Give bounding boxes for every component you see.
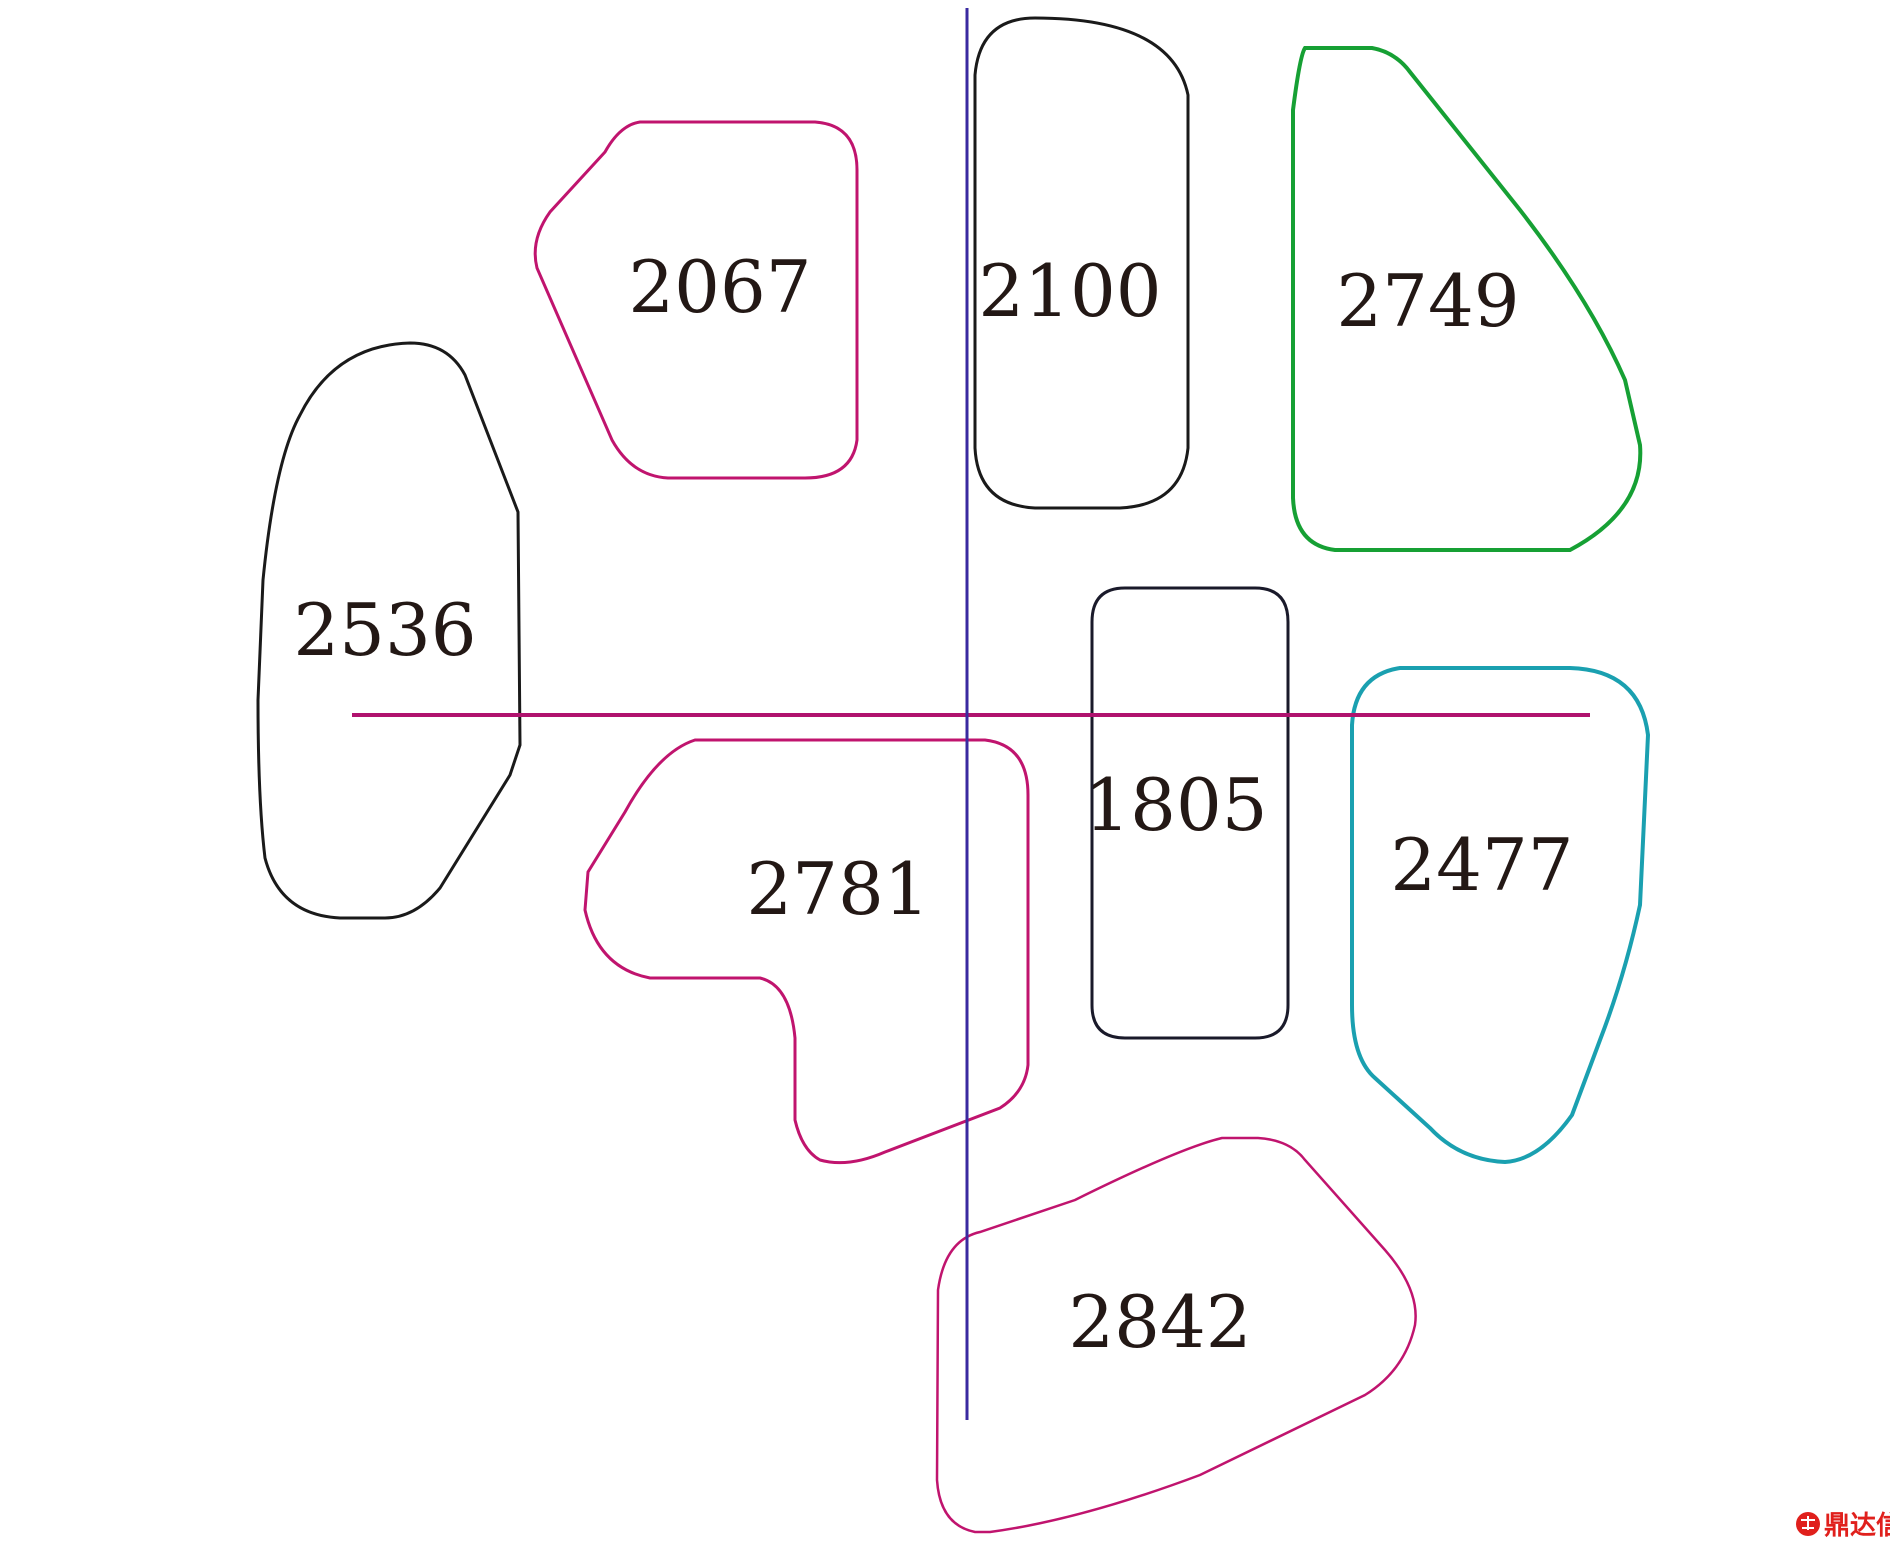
region-2536-outline [256,341,522,920]
region-2536-label: 2536 [293,588,476,672]
watermark: 鼎达信 [1796,1511,1890,1541]
watermark-text: 鼎达信 [1824,1511,1890,1541]
region-2781-label: 2781 [746,847,929,931]
region-2477-label: 2477 [1390,823,1573,907]
region-2100: 2100 [973,16,1190,510]
region-2536: 2536 [256,341,522,920]
region-2477-outline [1350,666,1651,1165]
region-2100-outline [973,16,1190,510]
region-2100-label: 2100 [978,249,1161,333]
region-2781-outline [583,738,1030,1165]
region-2842-label: 2842 [1068,1280,1251,1364]
region-1805-label: 1805 [1084,763,1267,847]
region-2477: 2477 [1350,666,1651,1165]
region-2067-outline [533,120,859,480]
region-2067: 2067 [533,120,859,480]
region-2067-label: 2067 [628,245,811,329]
region-2842-outline [935,1136,1417,1534]
region-2749: 2749 [1291,46,1643,552]
region-2781: 2781 [583,738,1030,1165]
region-1805-outline [1090,586,1290,1040]
watermark-logo-mark [1801,1516,1815,1530]
region-1805: 1805 [1084,586,1290,1040]
region-2842: 2842 [935,1136,1417,1534]
region-2749-outline [1291,46,1643,552]
region-2749-label: 2749 [1336,259,1519,343]
